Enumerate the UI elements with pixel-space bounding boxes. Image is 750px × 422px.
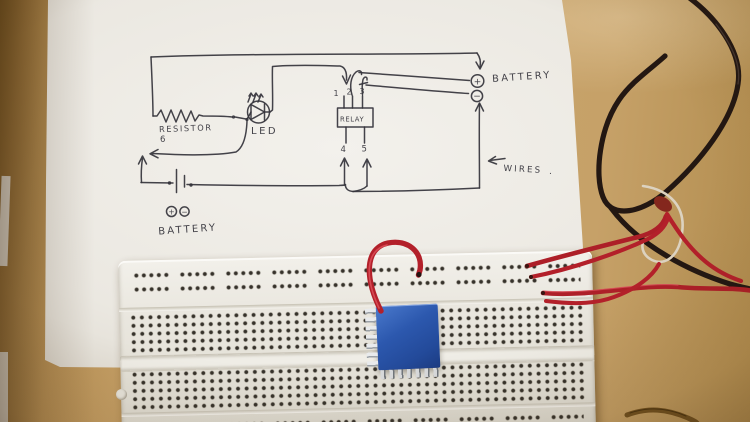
black-wire-loop	[596, 0, 742, 214]
black-wire-tail	[608, 205, 750, 292]
white-wire	[641, 184, 684, 263]
black-wire-highlight	[715, 23, 740, 85]
red-wire	[664, 211, 744, 284]
paper-edge-sliver	[0, 352, 8, 422]
breadboard	[115, 250, 597, 422]
paper-edge-sliver	[0, 175, 11, 267]
relay-module	[375, 303, 441, 371]
breadboard-side-tab	[115, 388, 128, 401]
wire-knot	[653, 196, 673, 212]
wood-twig	[624, 407, 700, 422]
wood-twig-shadow	[629, 408, 687, 417]
